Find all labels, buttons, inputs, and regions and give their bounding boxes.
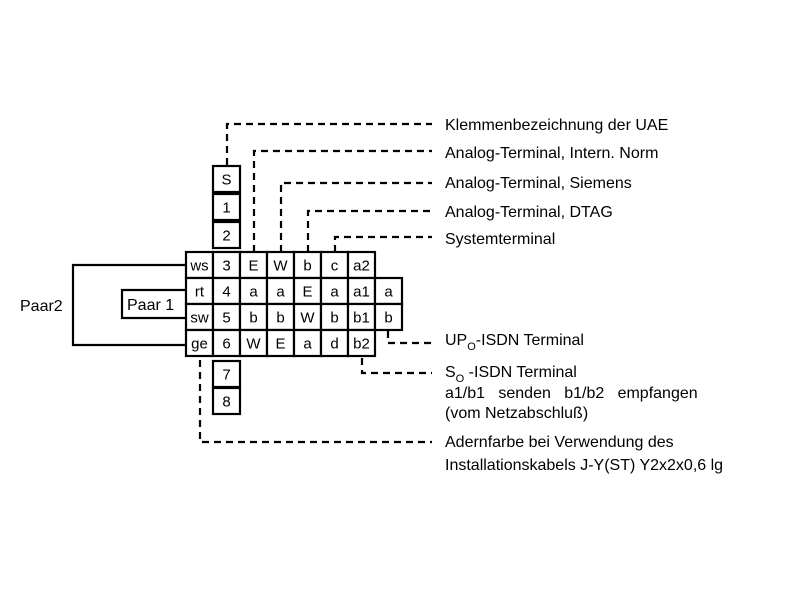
label-analog-norm: Analog-Terminal, Intern. Norm bbox=[445, 145, 658, 162]
terminal-cell-r0-c4-box bbox=[292, 250, 323, 280]
terminal-cell-r3-c4-box bbox=[292, 328, 323, 358]
label-s0: SO -ISDN Terminal bbox=[445, 364, 577, 385]
terminal-cell-r2-c0-text: sw bbox=[190, 310, 209, 327]
terminal-cell-top-0-box bbox=[211, 164, 242, 194]
terminal-cell-bottom-1-text: 8 bbox=[222, 394, 230, 411]
terminal-cell-r0-c5-text: c bbox=[331, 258, 339, 275]
terminal-cell-r3-c1-text: 6 bbox=[222, 336, 230, 353]
terminal-cell-r0-c6-text: a2 bbox=[353, 258, 370, 275]
label-wire-color-1: Adernfarbe bei Verwendung des bbox=[445, 434, 674, 451]
paar1-bracket bbox=[120, 288, 185, 320]
paar1-label: Paar 1 bbox=[127, 297, 174, 314]
terminal-cell-r1-c1-text: 4 bbox=[222, 284, 230, 301]
terminal-cell-r3-c5-text: d bbox=[330, 336, 338, 353]
terminal-cell-r0-c2-text: E bbox=[248, 258, 258, 275]
paar2-bracket bbox=[71, 263, 185, 347]
terminal-cell-r3-c0-text: ge bbox=[191, 336, 208, 353]
label-up0-prefix: UP bbox=[445, 332, 467, 349]
label-system: Systemterminal bbox=[445, 231, 555, 248]
leader-wire-color bbox=[198, 360, 432, 444]
terminal-cell-r3-c1-box bbox=[211, 328, 242, 358]
terminal-cell-top-1-text: 1 bbox=[222, 200, 230, 217]
label-clamp: Klemmenbezeichnung der UAE bbox=[445, 117, 668, 134]
terminal-cell-top-0-text: S bbox=[221, 172, 231, 189]
terminal-cell-r1-c6-text: a1 bbox=[353, 284, 370, 301]
terminal-cell-r1-c2-text: a bbox=[249, 284, 258, 301]
label-wire-color-2: Installationskabels J-Y(ST) Y2x2x0,6 lg bbox=[445, 457, 723, 474]
terminal-cell-r2-c4-box bbox=[292, 302, 323, 332]
leader-analog-dtag bbox=[306, 209, 432, 252]
label-up0-suffix: -ISDN Terminal bbox=[476, 332, 584, 349]
terminal-cell-r1-c0-text: rt bbox=[195, 284, 205, 301]
terminal-cell-r2-c7-box bbox=[373, 302, 404, 332]
leader-system bbox=[333, 235, 432, 252]
terminal-cell-r3-c6-box bbox=[346, 328, 377, 358]
paar2-label: Paar2 bbox=[20, 298, 63, 315]
terminal-cell-bottom-0-text: 7 bbox=[222, 367, 230, 384]
terminal-cell-r3-c6-text: b2 bbox=[353, 336, 370, 353]
terminal-cell-r0-c1-text: 3 bbox=[222, 258, 230, 275]
terminal-cell-r3-c3-text: E bbox=[275, 336, 285, 353]
terminal-cell-r2-c4-text: W bbox=[300, 310, 315, 327]
label-analog-dtag: Analog-Terminal, DTAG bbox=[445, 204, 613, 221]
label-s0-line2: a1/b1 senden b1/b2 empfangen bbox=[445, 385, 698, 402]
label-s0-prefix: S bbox=[445, 364, 456, 381]
terminal-cell-r1-c7-text: a bbox=[384, 284, 393, 301]
terminal-cell-top-2-text: 2 bbox=[222, 228, 230, 245]
terminal-cell-top-1-box bbox=[211, 192, 242, 222]
terminal-cell-r2-c3-text: b bbox=[276, 310, 284, 327]
terminal-cell-bottom-1-box bbox=[211, 386, 242, 416]
terminal-cell-r1-c3-text: a bbox=[276, 284, 285, 301]
terminal-cell-r0-c6-box bbox=[346, 250, 377, 280]
terminal-cell-r3-c2-text: W bbox=[246, 336, 261, 353]
leader-s0 bbox=[360, 358, 432, 375]
terminal-cell-r2-c0-box bbox=[184, 302, 215, 332]
terminal-cell-top-2-box bbox=[211, 220, 242, 250]
label-s0-suffix: -ISDN Terminal bbox=[464, 364, 577, 381]
leader-analog-norm bbox=[252, 149, 432, 252]
terminal-cell-r2-c5-text: b bbox=[330, 310, 338, 327]
label-s0-sub: O bbox=[456, 373, 465, 385]
leader-clamp bbox=[225, 122, 432, 165]
terminal-cell-r0-c3-text: W bbox=[273, 258, 288, 275]
label-up0: UPO-ISDN Terminal bbox=[445, 332, 584, 353]
leader-analog-siemens bbox=[279, 181, 432, 252]
terminal-cell-r2-c7-text: b bbox=[384, 310, 392, 327]
terminal-cell-r0-c4-text: b bbox=[303, 258, 311, 275]
label-up0-sub: O bbox=[467, 341, 476, 353]
label-s0-line3: (vom Netzabschluß) bbox=[445, 405, 588, 422]
terminal-cell-r3-c4-text: a bbox=[303, 336, 312, 353]
terminal-cell-r2-c1-text: 5 bbox=[222, 310, 230, 327]
terminal-cell-r1-c5-text: a bbox=[330, 284, 339, 301]
terminal-cell-r1-c6-box bbox=[346, 276, 377, 306]
terminal-cell-r1-c4-text: E bbox=[302, 284, 312, 301]
leader-up0 bbox=[386, 331, 432, 345]
terminal-cell-r2-c2-text: b bbox=[249, 310, 257, 327]
terminal-cell-r0-c0-text: ws bbox=[189, 258, 208, 275]
terminal-cell-r2-c6-text: b1 bbox=[353, 310, 370, 327]
label-analog-siemens: Analog-Terminal, Siemens bbox=[445, 175, 632, 192]
